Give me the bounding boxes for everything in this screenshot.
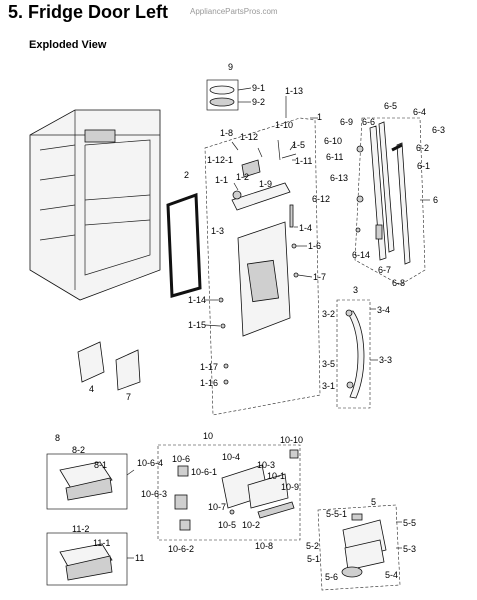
callout-4: 4 bbox=[89, 384, 95, 394]
callout-5: 5 bbox=[371, 497, 377, 507]
callout-1-4: 1-4 bbox=[299, 223, 313, 233]
callout-6-7: 6-7 bbox=[378, 265, 392, 275]
callout-6-12: 6-12 bbox=[312, 194, 331, 204]
callout-10-2: 10-2 bbox=[242, 520, 261, 530]
callout-1-9: 1-9 bbox=[259, 179, 273, 189]
callout-10-3: 10-3 bbox=[257, 460, 276, 470]
callout-5-3: 5-3 bbox=[403, 544, 417, 554]
part-10-drawing bbox=[157, 444, 301, 541]
callout-1-12: 1-12 bbox=[240, 132, 259, 142]
callout-1-15: 1-15 bbox=[188, 320, 207, 330]
callout-1: 1 bbox=[317, 112, 323, 122]
callout-1-6: 1-6 bbox=[308, 241, 322, 251]
callout-10-6-1: 10-6-1 bbox=[191, 467, 218, 477]
callout-1-7: 1-7 bbox=[313, 272, 327, 282]
callout-1-17: 1-17 bbox=[200, 362, 219, 372]
callout-3-4: 3-4 bbox=[377, 305, 391, 315]
callout-5-2: 5-2 bbox=[306, 541, 320, 551]
door-handle-drawing bbox=[336, 299, 371, 409]
callout-1-11: 1-11 bbox=[295, 156, 313, 166]
callout-1-3: 1-3 bbox=[211, 226, 225, 236]
callout-10-6-2: 10-6-2 bbox=[168, 544, 195, 554]
callout-2: 2 bbox=[184, 170, 190, 180]
callout-7: 7 bbox=[126, 392, 132, 402]
part-5-drawing bbox=[317, 504, 401, 591]
callout-5-4: 5-4 bbox=[385, 570, 399, 580]
callout-6-13: 6-13 bbox=[330, 173, 349, 183]
callout-5-1: 5-1 bbox=[307, 554, 321, 564]
page-title: 5. Fridge Door Left bbox=[8, 2, 169, 22]
callout-5-5-1: 5-5-1 bbox=[326, 509, 348, 519]
callout-6: 6 bbox=[433, 195, 439, 205]
callout-1-13: 1-13 bbox=[285, 86, 304, 96]
callout-10-6-4: 10-6-4 bbox=[137, 458, 164, 468]
callout-3-1: 3-1 bbox=[322, 381, 336, 391]
callout-3-5: 3-5 bbox=[322, 359, 336, 369]
callout-1-12-1: 1-12-1 bbox=[207, 155, 234, 165]
callout-10-9: 10-9 bbox=[281, 482, 300, 492]
callout-10-1: 10-1 bbox=[267, 471, 286, 481]
part-11-drawing bbox=[46, 532, 128, 586]
callout-6-8: 6-8 bbox=[392, 278, 406, 288]
part-9-drawing bbox=[206, 79, 239, 111]
leader-lines bbox=[126, 87, 430, 559]
callout-6-4: 6-4 bbox=[413, 107, 427, 117]
callout-8-1: 8-1 bbox=[94, 460, 108, 470]
refrigerator-cabinet-drawing bbox=[29, 109, 161, 301]
section-subtitle: Exploded View bbox=[29, 39, 107, 51]
callout-10: 10 bbox=[203, 431, 214, 441]
callout-9-2: 9-2 bbox=[252, 97, 266, 107]
callout-10-4: 10-4 bbox=[222, 452, 241, 462]
callout-6-5: 6-5 bbox=[384, 101, 398, 111]
callout-10-7: 10-7 bbox=[208, 502, 227, 512]
callout-1-2: 1-2 bbox=[236, 172, 250, 182]
callout-11-2: 11-2 bbox=[72, 524, 90, 534]
part-4-drawing bbox=[77, 341, 105, 383]
callout-1-5: 1-5 bbox=[292, 140, 306, 150]
callout-1-1: 1-1 bbox=[215, 175, 229, 185]
callout-11-1: 11-1 bbox=[93, 538, 111, 548]
callout-6-6: 6-6 bbox=[362, 117, 376, 127]
callout-10-8: 10-8 bbox=[255, 541, 274, 551]
part-7-drawing bbox=[115, 349, 141, 391]
callout-6-14: 6-14 bbox=[352, 250, 371, 260]
callout-1-10: 1-10 bbox=[275, 120, 294, 130]
callout-1-14: 1-14 bbox=[188, 295, 207, 305]
door-liner-drawing bbox=[204, 117, 321, 416]
callout-3: 3 bbox=[353, 285, 359, 295]
callout-6-9: 6-9 bbox=[340, 117, 354, 127]
callout-11: 11 bbox=[135, 553, 145, 563]
part-6-drawing bbox=[354, 117, 426, 286]
door-gasket-drawing bbox=[166, 192, 202, 298]
callout-5-6: 5-6 bbox=[325, 572, 339, 582]
callout-8: 8 bbox=[55, 433, 61, 443]
callout-10-6: 10-6 bbox=[172, 454, 191, 464]
callout-10-5: 10-5 bbox=[218, 520, 237, 530]
callout-9: 9 bbox=[228, 62, 234, 72]
callout-3-3: 3-3 bbox=[379, 355, 393, 365]
callout-3-2: 3-2 bbox=[322, 309, 336, 319]
callout-10-6-3: 10-6-3 bbox=[141, 489, 168, 499]
callout-6-10: 6-10 bbox=[324, 136, 343, 146]
callout-1-16: 1-16 bbox=[200, 378, 219, 388]
callout-8-2: 8-2 bbox=[72, 445, 86, 455]
callout-6-1: 6-1 bbox=[417, 161, 431, 171]
callout-6-2: 6-2 bbox=[416, 143, 430, 153]
watermark: AppliancePartsPros.com bbox=[190, 7, 278, 16]
callout-6-3: 6-3 bbox=[432, 125, 446, 135]
part-8-drawing bbox=[46, 453, 128, 510]
callout-6-11: 6-11 bbox=[326, 152, 344, 162]
callout-1-8: 1-8 bbox=[220, 128, 234, 138]
callout-9-1: 9-1 bbox=[252, 83, 266, 93]
callout-10-10: 10-10 bbox=[280, 435, 304, 445]
callout-5-5: 5-5 bbox=[403, 518, 417, 528]
